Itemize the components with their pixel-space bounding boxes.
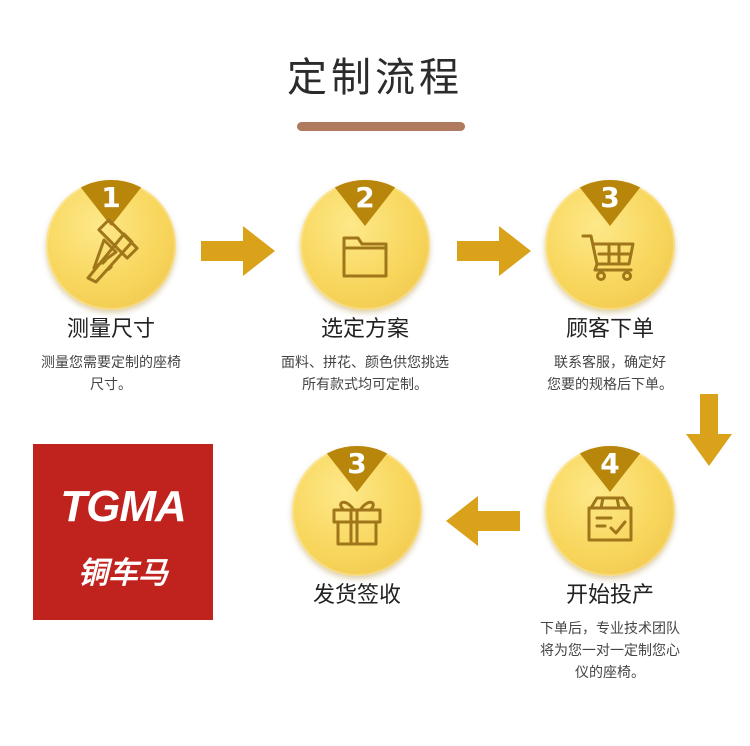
step-2-circle: 2 bbox=[300, 180, 430, 310]
step-3-label: 顾客下单 bbox=[565, 317, 654, 342]
step-1-desc-line1: 测量您需要定制的座椅 bbox=[41, 355, 181, 371]
arrow-right-icon bbox=[201, 226, 275, 276]
step-2-label: 选定方案 bbox=[320, 317, 409, 342]
cart-icon bbox=[581, 234, 635, 281]
arrow-right-icon bbox=[457, 226, 531, 276]
step-1-badge bbox=[75, 180, 147, 226]
ruler-pencil-icon bbox=[86, 218, 139, 284]
step-4-desc-line1: 下单后，专业技术团队 bbox=[540, 621, 680, 637]
step-1-desc-line2: 尺寸。 bbox=[90, 377, 132, 393]
step-3-desc-line1: 联系客服，确定好 bbox=[554, 355, 666, 371]
step-5-circle: 3 bbox=[292, 446, 422, 576]
step-3-badge bbox=[574, 180, 646, 226]
title-underline bbox=[297, 122, 465, 131]
step-4-badge bbox=[574, 446, 646, 492]
step-4-number: 4 bbox=[600, 447, 620, 480]
step-4-circle: 4 bbox=[545, 446, 675, 576]
step-3-circle: 3 bbox=[545, 180, 675, 310]
step-2-desc-line2: 所有款式均可定制。 bbox=[302, 377, 428, 393]
step-1-number: 1 bbox=[101, 181, 121, 214]
step-5-number: 3 bbox=[347, 447, 367, 480]
step-1-label: 测量尺寸 bbox=[66, 317, 155, 342]
arrow-left-icon bbox=[446, 496, 520, 546]
brand-logo: TGMA 铜车马 bbox=[33, 444, 213, 620]
box-icon bbox=[587, 496, 633, 542]
step-4-desc-line2: 将为您一对一定制您心 bbox=[540, 643, 680, 659]
logo-text-en: TGMA bbox=[60, 482, 187, 531]
step-2-number: 2 bbox=[355, 181, 375, 214]
step-5-label: 发货签收 bbox=[312, 583, 401, 608]
step-2-desc-line1: 面料、拼花、颜色供您挑选 bbox=[281, 355, 449, 371]
page-title: 定制流程 bbox=[287, 55, 463, 101]
arrow-down-icon bbox=[686, 394, 732, 466]
step-2-badge bbox=[329, 180, 401, 226]
step-3-number: 3 bbox=[600, 181, 620, 214]
gift-icon bbox=[332, 500, 382, 546]
step-3-desc-line2: 您要的规格后下单。 bbox=[547, 377, 673, 393]
step-4-label: 开始投产 bbox=[565, 583, 654, 608]
logo-text-cn: 铜车马 bbox=[78, 556, 168, 591]
step-5-badge bbox=[321, 446, 393, 492]
folder-icon bbox=[342, 236, 388, 278]
step-4-desc-line3: 仪的座椅。 bbox=[575, 665, 645, 681]
step-1-circle: 1 bbox=[46, 180, 176, 310]
